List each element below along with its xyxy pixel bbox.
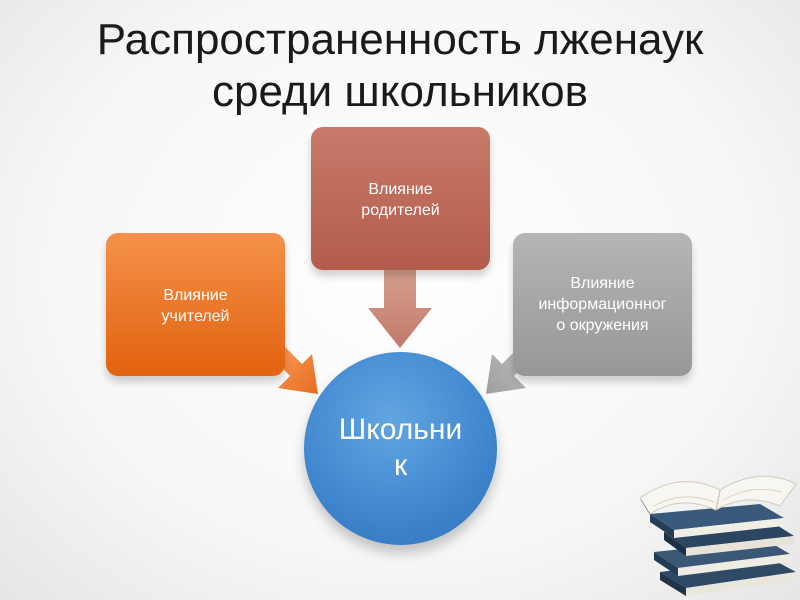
center-circle-student: Школьни к [304,352,497,545]
box-parents-line-2: родителей [361,202,440,219]
box-info-line-3: о окружения [556,317,649,334]
title-line-2: среди школьников [211,67,589,116]
box-info-line-1: Влияние [570,275,635,292]
box-parents-influence: Влияние родителей [311,127,490,270]
box-info-line-2: информационног [538,296,667,313]
slide-title: Распространенность лженаук среди школьни… [0,14,800,118]
books-stack-icon [639,475,797,596]
box-teachers-influence: Влияние учителей [106,233,285,376]
box-parents-line-1: Влияние [368,181,433,198]
box-teachers-line-2: учителей [161,308,230,325]
box-teachers-line-1: Влияние [163,287,228,304]
center-line-1: Школьни [338,413,463,446]
box-info-environment-influence: Влияние информационног о окружения [513,233,692,376]
arrow-parents-icon [368,268,432,348]
center-line-2: к [393,449,408,482]
title-line-1: Распространенность лженаук [96,15,704,64]
